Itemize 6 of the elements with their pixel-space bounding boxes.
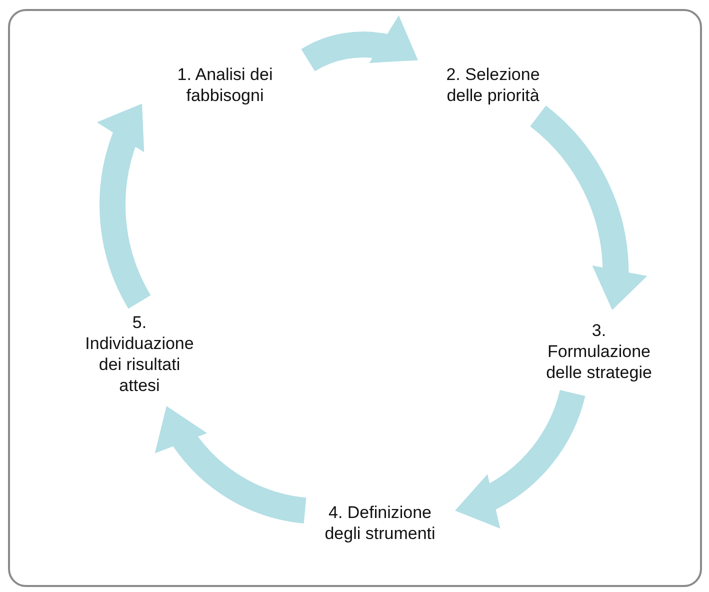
step-label: 1. Analisi dei fabbisogni xyxy=(142,54,308,116)
cycle-arrow xyxy=(530,106,646,312)
step-label: 5. Individuazione dei risultati attesi xyxy=(72,302,207,406)
step-label: 2. Selezione delle priorità xyxy=(418,54,568,116)
step-label: 3. Formulazione delle strategie xyxy=(533,310,665,393)
step-label: 4. Definizione degli strumenti xyxy=(305,492,455,554)
